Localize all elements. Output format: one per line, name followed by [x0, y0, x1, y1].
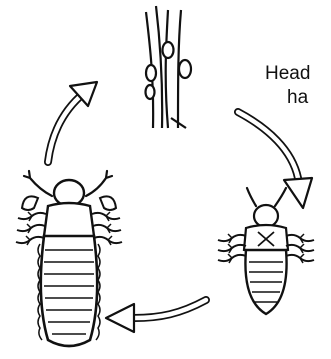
- nymph-antennae: [247, 188, 286, 206]
- nymph-louse-illustration: [218, 188, 314, 314]
- nymph-head: [254, 205, 278, 227]
- adult-thorax: [44, 203, 94, 240]
- hair-with-nits-illustration: [146, 6, 192, 128]
- adult-louse-illustration: [16, 171, 122, 346]
- caption-line-2: ha: [287, 87, 308, 109]
- nit-eggs: [146, 42, 192, 99]
- caption-line-1: Head: [265, 63, 310, 85]
- arrow-nymph-to-adult: [106, 300, 206, 332]
- adult-abdomen: [41, 236, 97, 346]
- arrow-adult-to-nits: [48, 82, 97, 162]
